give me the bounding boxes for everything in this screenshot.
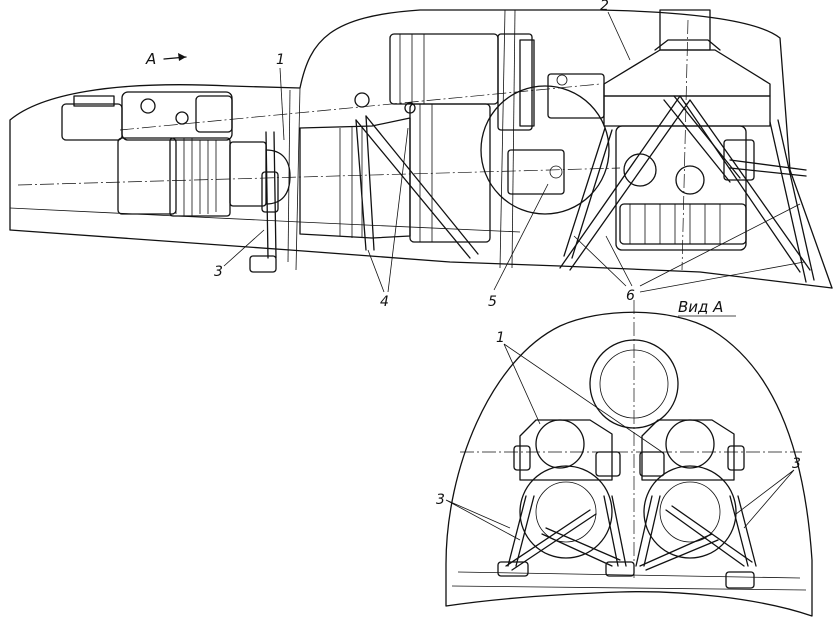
callout-3: 3 bbox=[214, 264, 223, 280]
view-a-struts bbox=[497, 495, 757, 589]
fuselage-outline bbox=[9, 9, 833, 289]
view-arrow-label: A bbox=[145, 50, 156, 68]
callout-5: 5 bbox=[488, 294, 497, 310]
callout-6: 6 bbox=[626, 288, 635, 304]
callout-2: 2 bbox=[600, 0, 609, 14]
view-a-callout-3-right: 3 bbox=[792, 456, 801, 472]
view-a-callout-3-left: 3 bbox=[436, 492, 445, 508]
view-a-left-engine bbox=[513, 419, 621, 559]
engine-main-body bbox=[299, 33, 610, 243]
mount-struts bbox=[249, 92, 815, 283]
callout-1: 1 bbox=[276, 52, 285, 68]
view-a-callout-1: 1 bbox=[496, 330, 505, 346]
view-a-section: Вид А bbox=[436, 298, 813, 617]
view-a-right-engine bbox=[639, 419, 745, 559]
view-arrow-head-icon bbox=[178, 53, 186, 61]
gearbox bbox=[603, 9, 807, 251]
callout-4: 4 bbox=[380, 294, 389, 310]
engine-accessory-section bbox=[61, 91, 291, 217]
side-view-callouts: A 1 2 3 4 5 6 bbox=[145, 0, 805, 310]
view-a-title: Вид А bbox=[678, 298, 723, 316]
engine-bellows bbox=[169, 137, 231, 217]
